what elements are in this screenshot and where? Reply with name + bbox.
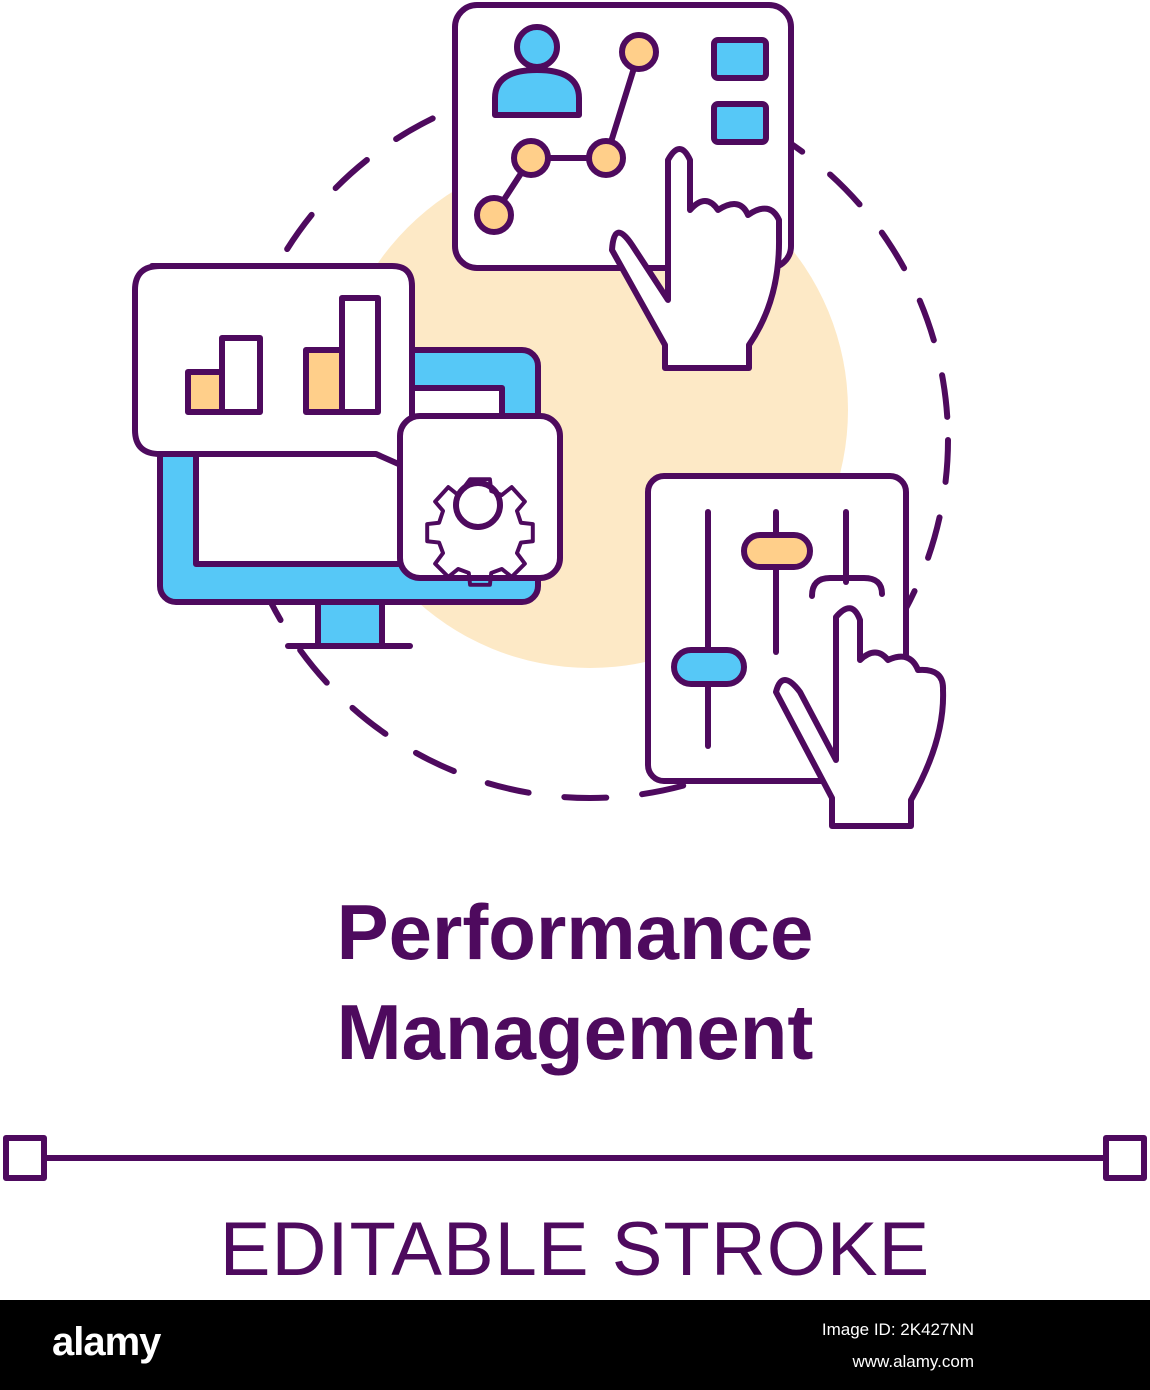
settings-card <box>397 413 563 587</box>
performance-management-illustration <box>3 2 1147 1181</box>
panel-button-bottom <box>711 101 769 145</box>
image-id-text: Image ID: 2K427NN <box>821 1320 974 1339</box>
pointing-hand-icon-2 <box>773 605 947 829</box>
network-panel <box>452 2 794 371</box>
title-line-1: Performance <box>336 888 814 976</box>
gear-icon <box>425 477 535 587</box>
site-url[interactable]: www.alamy.com <box>852 1352 974 1371</box>
stroke-handle-right[interactable] <box>1103 1135 1147 1181</box>
user-icon <box>492 24 582 118</box>
bar-chart-icon <box>185 295 381 415</box>
bar-chart-bubble <box>132 263 415 473</box>
footer-bar: alamy Image ID: 2K427NN www.alamy.com <box>0 1300 1150 1390</box>
sliders-icon <box>671 509 849 749</box>
stroke-handle-left[interactable] <box>3 1135 47 1181</box>
editable-stroke-line <box>3 1135 1147 1181</box>
pointing-hand-icon <box>609 146 783 371</box>
brand-logo: alamy <box>52 1320 161 1364</box>
network-graph-icon <box>474 32 659 235</box>
hand-outline-arc <box>809 575 885 599</box>
editable-stroke-caption: EDITABLE STROKE <box>219 1207 931 1292</box>
title-line-2: Management <box>336 988 814 1076</box>
panel-button-top <box>711 37 769 81</box>
